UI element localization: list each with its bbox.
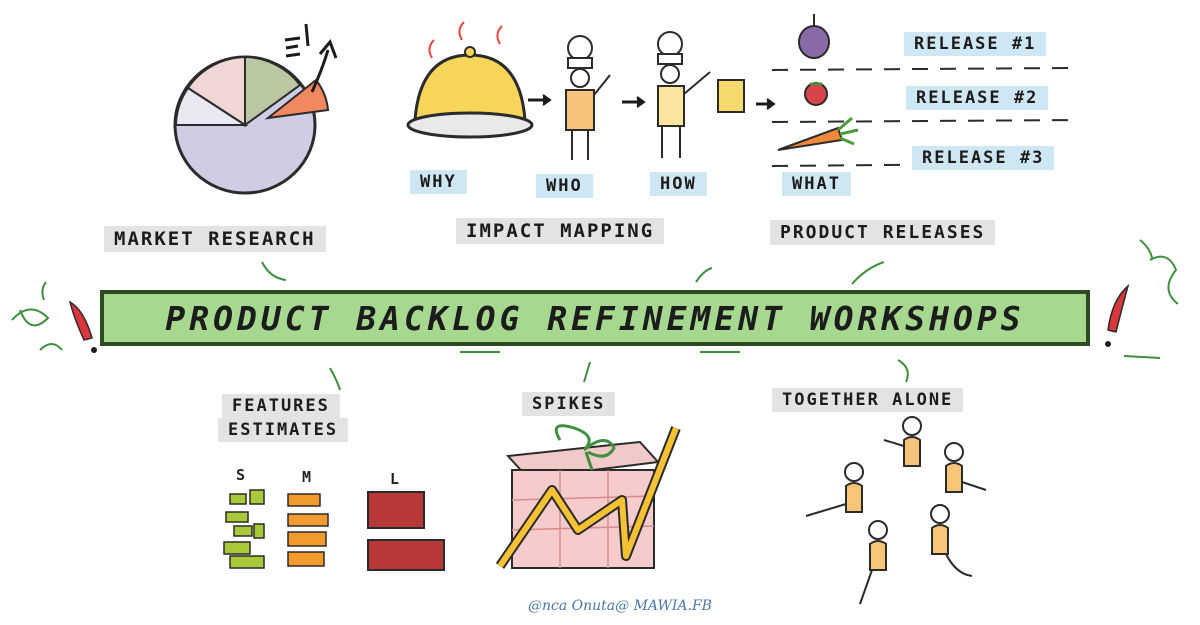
pie-chart-icon	[173, 23, 338, 195]
carrot-icon	[777, 116, 859, 151]
together-alone-label: TOGETHER ALONE	[772, 388, 964, 412]
squiggle-right-icon	[1123, 239, 1179, 359]
impact-step-why: WHY	[410, 170, 467, 194]
impact-step-who: WHO	[536, 174, 593, 198]
arrow-icon	[695, 267, 713, 283]
exclamation-right-icon	[1105, 283, 1130, 347]
product-releases-label: PRODUCT RELEASES	[770, 220, 996, 245]
estimates-label: ESTIMATES	[218, 418, 349, 442]
impact-mapping-label: IMPACT MAPPING	[456, 218, 665, 244]
arrow-head-icon	[542, 94, 552, 106]
release-1-label: RELEASE #1	[904, 32, 1047, 56]
arrow-head-icon	[766, 98, 776, 110]
size-medium-label: M	[302, 468, 312, 486]
arrow-head-icon	[636, 96, 646, 108]
onion-icon	[798, 14, 830, 59]
features-label: FEATURES	[222, 394, 340, 418]
author-credit: @nca Onuta@ MAWIA.FB	[528, 598, 712, 614]
chef-how-icon	[657, 31, 745, 158]
arrow-icon	[897, 359, 909, 383]
gift-box-icon	[505, 424, 661, 569]
page-title: PRODUCT BACKLOG REFINEMENT WORKSHOPS	[165, 298, 1025, 338]
release-divider	[771, 67, 1081, 167]
arrow-icon	[583, 361, 591, 383]
large-estimate-blocks	[367, 491, 445, 571]
chef-who-icon	[565, 35, 611, 160]
impact-step-how: HOW	[650, 172, 707, 196]
spikes-label: SPIKES	[522, 392, 616, 416]
size-large-label: L	[390, 470, 400, 488]
impact-step-what: WHAT	[782, 172, 851, 196]
arrow-icon	[851, 261, 885, 285]
squiggle-left-icon	[11, 281, 63, 351]
market-research-label: MARKET RESEARCH	[104, 226, 326, 252]
cloche-icon	[406, 21, 534, 139]
medium-estimate-blocks	[287, 493, 329, 567]
size-small-label: S	[236, 466, 246, 484]
arrow-icon	[261, 261, 287, 281]
release-3-label: RELEASE #3	[912, 146, 1055, 170]
small-estimate-blocks	[223, 489, 265, 569]
release-2-label: RELEASE #2	[906, 86, 1049, 110]
exclamation-left-icon	[68, 300, 97, 353]
spike-chart-line	[497, 426, 679, 568]
arrow-icon	[329, 367, 341, 391]
people-group-icon	[805, 416, 987, 605]
workshop-title-banner: PRODUCT BACKLOG REFINEMENT WORKSHOPS	[100, 290, 1090, 346]
tomato-icon	[804, 82, 828, 106]
